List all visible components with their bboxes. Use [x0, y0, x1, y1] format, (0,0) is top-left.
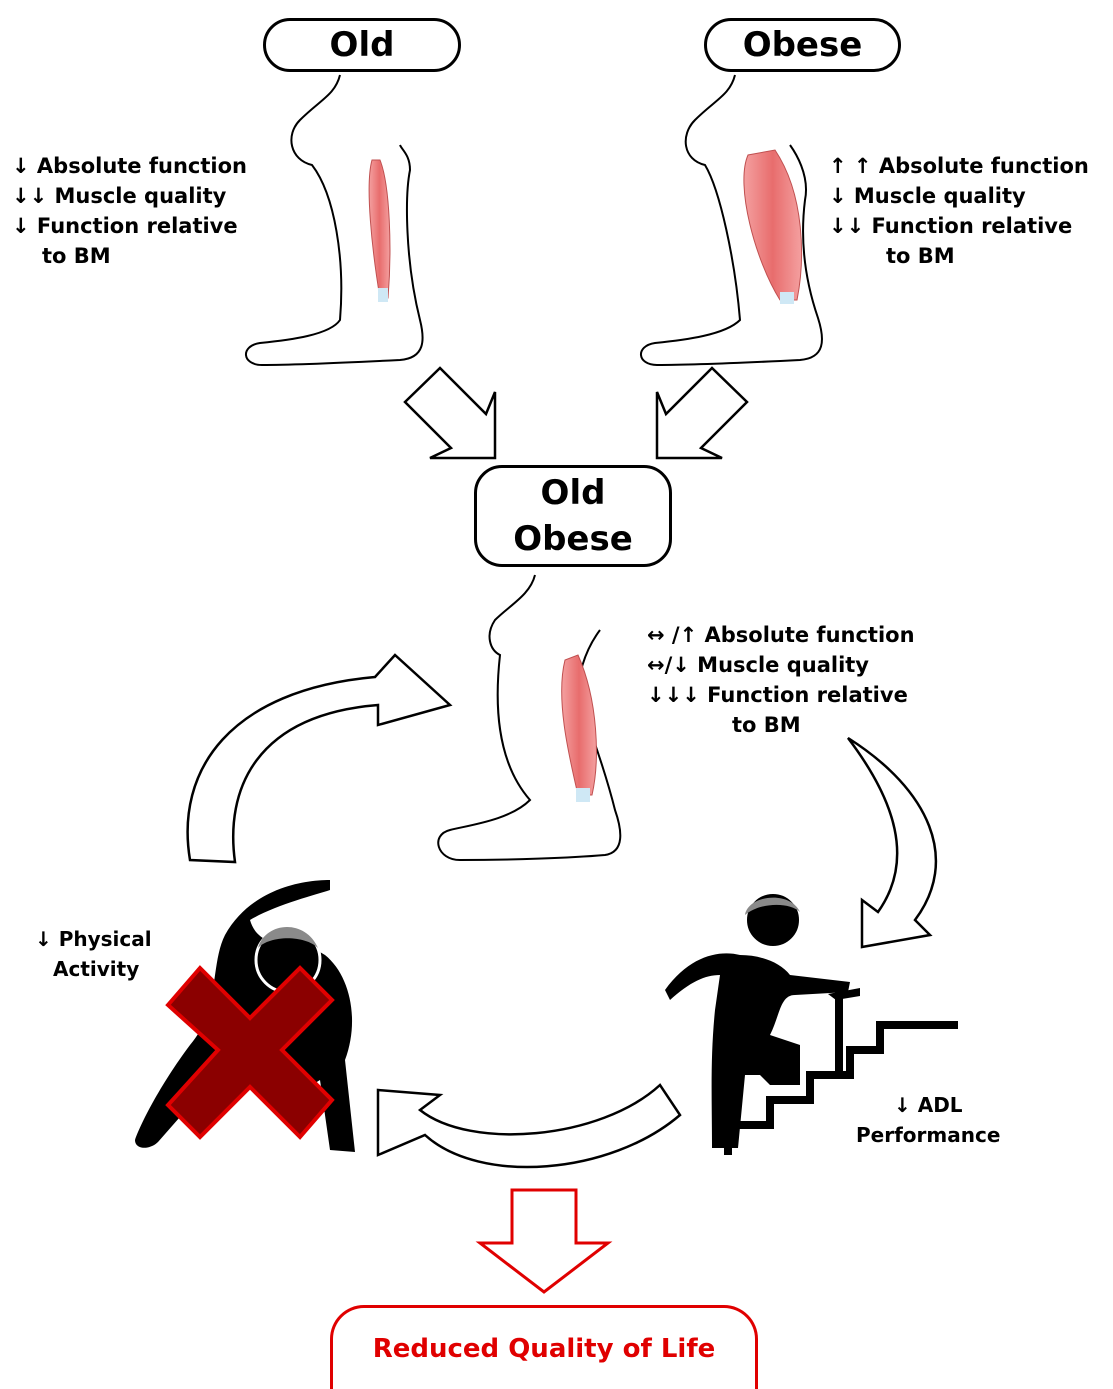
old-effect-muscle-quality: ↓↓ Muscle quality [12, 181, 247, 211]
outcome-arrow [480, 1190, 608, 1292]
old-obese-effect-to-bm: to BM [647, 710, 915, 740]
adl-line2: Performance [856, 1120, 1000, 1150]
old-leg-illustration [246, 75, 423, 365]
outcome-label: Reduced Quality of Life [330, 1305, 758, 1389]
physical-activity-line2: Activity [35, 954, 152, 984]
old-effect-to-bm: to BM [12, 241, 247, 271]
obese-effect-absolute-function: ↑ ↑ Absolute function [829, 151, 1089, 181]
old-effect-function-relative: ↓ Function relative [12, 211, 247, 241]
arrow-old-to-old-obese [405, 368, 495, 458]
old-obese-leg-muscle [562, 655, 597, 795]
cycle-arrow-activity-to-leg [188, 655, 450, 862]
arrow-obese-to-old-obese [657, 368, 747, 458]
obese-effects-list: ↑ ↑ Absolute function ↓ Muscle quality ↓… [829, 151, 1089, 271]
old-obese-effect-function-relative: ↓↓↓ Function relative [647, 680, 915, 710]
obese-effect-muscle-quality: ↓ Muscle quality [829, 181, 1089, 211]
obese-effect-function-relative: ↓↓ Function relative [829, 211, 1089, 241]
old-effects-list: ↓ Absolute function ↓↓ Muscle quality ↓ … [12, 151, 247, 271]
old-obese-leg-tendon [576, 788, 590, 802]
old-obese-effect-absolute-function: ↔ /↑ Absolute function [647, 620, 915, 650]
old-obese-effects-list: ↔ /↑ Absolute function ↔/↓ Muscle qualit… [647, 620, 915, 740]
old-obese-effect-muscle-quality: ↔/↓ Muscle quality [647, 650, 915, 680]
obese-effect-to-bm: to BM [829, 241, 1089, 271]
obese-leg-muscle [744, 150, 802, 300]
old-leg-muscle [369, 160, 390, 298]
old-leg-tendon [378, 288, 388, 302]
adl-line1: ↓ ADL [856, 1090, 1000, 1120]
adl-label: ↓ ADL Performance [856, 1090, 1000, 1150]
cycle-arrow-adl-to-activity [378, 1085, 680, 1167]
cycle-arrow-leg-to-adl [848, 738, 936, 947]
old-effect-absolute-function: ↓ Absolute function [12, 151, 247, 181]
obese-leg-tendon [780, 292, 794, 304]
elderly-person-icon [665, 893, 860, 1148]
obese-label: Obese [704, 18, 901, 72]
physical-activity-label: ↓ Physical Activity [35, 924, 152, 984]
old-label: Old [263, 18, 461, 72]
old-obese-label: Old Obese [474, 465, 672, 567]
physical-activity-line1: ↓ Physical [35, 924, 152, 954]
